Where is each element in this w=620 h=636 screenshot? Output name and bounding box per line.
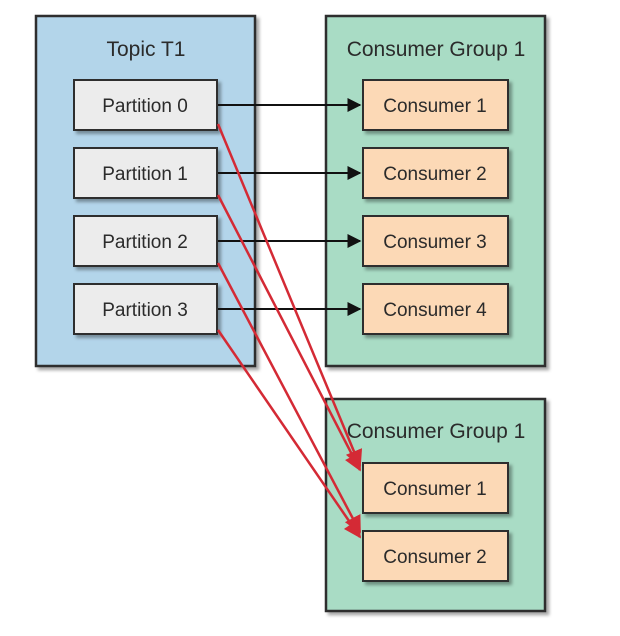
consumer-group-b-title: Consumer Group 1 <box>347 420 526 443</box>
group-b-consumer-1-box <box>362 462 509 514</box>
partition-1-label: Partition 1 <box>102 164 188 185</box>
group-b-consumer-1: Consumer 1 <box>362 462 509 514</box>
group-b-consumer-2: Consumer 2 <box>362 530 509 582</box>
group-b-arrows <box>216 123 363 539</box>
group-a-consumer-1-label: Consumer 1 <box>383 96 487 117</box>
partition-3-box <box>73 283 218 335</box>
group-b-consumer-2-box <box>362 530 509 582</box>
group-a-consumer-1: Consumer 1 <box>362 79 509 131</box>
group-a-consumer-2-box <box>362 147 509 199</box>
group-a-consumer-2: Consumer 2 <box>362 147 509 199</box>
group-a-consumer-4-label: Consumer 4 <box>383 300 487 321</box>
group-a-consumer-3-box <box>362 215 509 267</box>
group-a-consumer-3: Consumer 3 <box>362 215 509 267</box>
arrow-p3-to-group-b-consumer-2 <box>216 329 362 539</box>
arrow-p2-to-group-b-consumer-2 <box>216 262 362 534</box>
group-a-consumer-4: Consumer 4 <box>362 283 509 335</box>
group-a-consumer-3-label: Consumer 3 <box>383 232 487 253</box>
partition-0-label: Partition 0 <box>102 96 188 117</box>
arrow-p1-to-group-b-consumer-1 <box>216 194 362 472</box>
partition-2-box <box>73 215 218 267</box>
partition-0-box <box>73 79 218 131</box>
group-a-consumer-4-box <box>362 283 509 335</box>
partition-2-label: Partition 2 <box>102 232 188 253</box>
arrow-p0-to-group-b-consumer-1 <box>216 123 363 468</box>
consumer-group-a: Consumer Group 1 Consumer 1 Consumer 2 C… <box>324 14 547 368</box>
consumer-group-b: Consumer Group 1 Consumer 1 Consumer 2 <box>324 397 547 613</box>
group-b-consumer-2-label: Consumer 2 <box>383 547 487 568</box>
partition-2: Partition 2 <box>73 215 218 267</box>
partition-1-box <box>73 147 218 199</box>
group-a-consumer-2-label: Consumer 2 <box>383 164 487 185</box>
topic-container: Topic T1 Partition 0 Partition 1 Partiti… <box>34 14 257 368</box>
topic-title: Topic T1 <box>107 38 186 61</box>
consumer-group-a-title: Consumer Group 1 <box>347 38 526 61</box>
group-b-consumer-1-label: Consumer 1 <box>383 479 487 500</box>
partition-3: Partition 3 <box>73 283 218 335</box>
partition-3-label: Partition 3 <box>102 300 188 321</box>
partition-1: Partition 1 <box>73 147 218 199</box>
group-a-consumer-1-box <box>362 79 509 131</box>
partition-0: Partition 0 <box>73 79 218 131</box>
